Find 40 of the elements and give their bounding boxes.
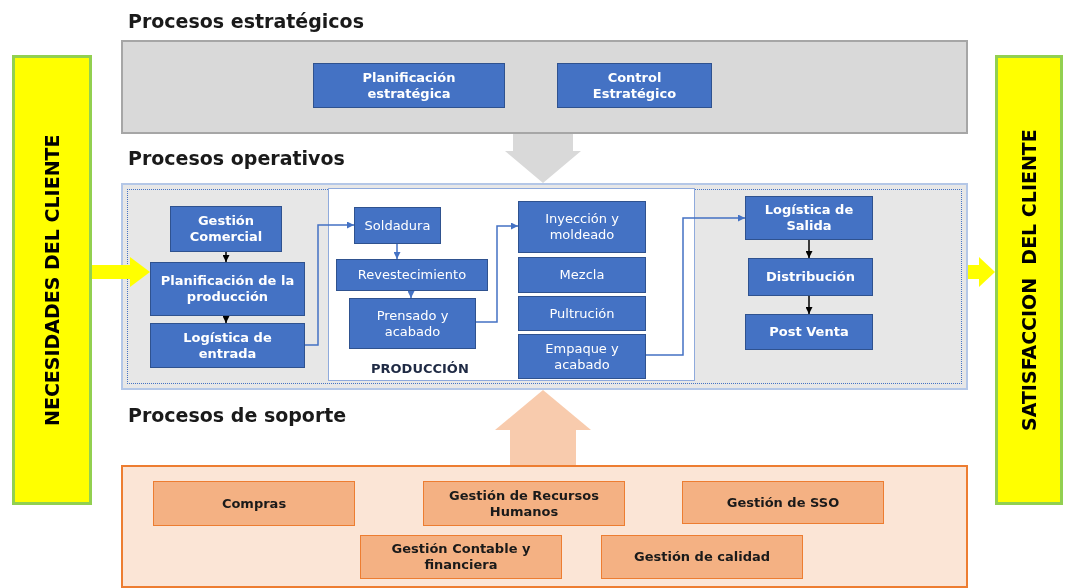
arrow (222, 315, 230, 324)
process-box: Empaque y acabado (518, 334, 646, 379)
process-box: Post Venta (745, 314, 873, 350)
arrow (645, 214, 746, 356)
arrow (407, 290, 415, 299)
process-box: Gestión de Recursos Humanos (423, 481, 625, 526)
arrow (475, 222, 519, 323)
arrow (393, 243, 401, 260)
process-box: Logística de Salida (745, 196, 873, 240)
block-arrow (968, 257, 995, 287)
block-arrow (495, 390, 591, 465)
client-banner: NECESIDADES DEL CLIENTE (12, 55, 92, 505)
section-heading: Procesos operativos (128, 147, 345, 169)
block-arrow (92, 257, 150, 287)
arrow (222, 251, 230, 263)
process-box: Mezcla (518, 257, 646, 293)
arrow (304, 221, 355, 346)
process-box: Gestión de SSO (682, 481, 884, 524)
process-box: Planificación de la producción (150, 262, 305, 316)
process-box: Planificación estratégica (313, 63, 505, 108)
section-label: PRODUCCIÓN (371, 361, 469, 376)
client-banner: SATISFACCION DEL CLIENTE (995, 55, 1063, 505)
process-box: Logística de entrada (150, 323, 305, 368)
arrow (805, 239, 813, 259)
process-box: Gestión Contable y financiera (360, 535, 562, 579)
process-box: Control Estratégico (557, 63, 712, 108)
process-box: Prensado y acabado (349, 298, 476, 349)
process-box: Gestión de calidad (601, 535, 803, 579)
block-arrow (505, 134, 581, 183)
process-box: Distribución (748, 258, 873, 296)
production-area (328, 188, 695, 381)
process-box: Revestecimiento (336, 259, 488, 291)
arrow (805, 295, 813, 315)
section-heading: Procesos de soporte (128, 404, 347, 426)
process-box: Inyección y moldeado (518, 201, 646, 253)
process-box: Pultrución (518, 296, 646, 331)
section-heading: Procesos estratégicos (128, 10, 364, 32)
process-box: Soldadura (354, 207, 441, 244)
process-box: Gestión Comercial (170, 206, 282, 252)
process-box: Compras (153, 481, 355, 526)
